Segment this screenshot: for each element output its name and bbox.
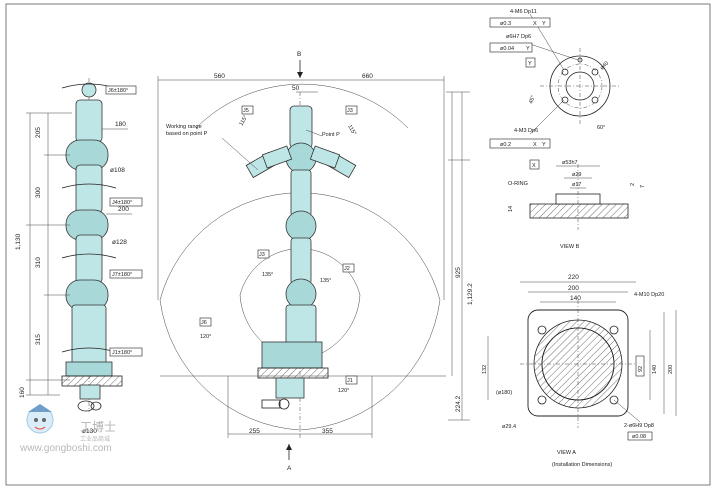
- vb-60: 60°: [597, 125, 605, 131]
- sheet-border: [5, 3, 711, 486]
- watermark-sub: 工业品商城: [80, 435, 110, 443]
- vb-tol3: ø0.2: [500, 142, 511, 148]
- view-a-title: VIEW A: [557, 450, 576, 456]
- dim-315: 315: [35, 334, 42, 345]
- joint-j3-tag-top: J3: [347, 108, 353, 114]
- va-h140: 140: [652, 365, 658, 374]
- va-d8: 2-ø6H9 Dp8: [624, 423, 654, 429]
- vb-7: 7: [640, 185, 646, 188]
- angle-135-right: 135°: [320, 278, 331, 284]
- va-132: 132: [482, 365, 488, 374]
- vb-m6: 4-M6 Dp11: [510, 9, 537, 15]
- vb-m3: 4-M3 Dp6: [514, 128, 538, 134]
- angle-120-left: 120°: [200, 334, 211, 340]
- vb-datum-x3: X: [533, 142, 537, 148]
- angle-115-right: 115°: [346, 124, 357, 136]
- working-range-label-1: Working range: [166, 124, 202, 130]
- vb-pcd: ø40: [599, 60, 610, 71]
- view-b-arrow: B: [297, 51, 301, 58]
- va-h200: 200: [668, 365, 674, 374]
- va-92: 92: [638, 366, 644, 372]
- view-b-title: VIEW B: [560, 244, 580, 250]
- dim-50: 50: [292, 85, 300, 92]
- vb-datum-x1: X: [533, 21, 537, 27]
- watermark-logo: [26, 404, 54, 434]
- joint-j5-tag: J5: [243, 108, 249, 114]
- dim-255: 255: [249, 428, 260, 435]
- angle-135-left: 135°: [262, 272, 273, 278]
- joint-j6-tag: J6: [201, 320, 207, 326]
- va-220: 220: [568, 274, 579, 281]
- vb-h7b: ø53h7: [562, 160, 578, 166]
- vb-45: 45°: [528, 95, 536, 105]
- va-d180: (ø180): [496, 390, 512, 396]
- dia-128: ø128: [112, 239, 127, 246]
- vb-tol1: ø0.3: [500, 21, 511, 27]
- vb-datum-x-box: X: [532, 163, 536, 169]
- dim-160: 160: [19, 387, 26, 398]
- va-200: 200: [568, 285, 579, 292]
- dim-1130: 1,130: [15, 233, 22, 250]
- dim-355: 355: [322, 428, 333, 435]
- dim-224: 224.2: [455, 395, 462, 412]
- vb-d29: ø29: [572, 172, 581, 178]
- joint-j2-tag: J2: [344, 266, 350, 272]
- dia-130: ø130: [82, 428, 97, 435]
- label-j1-range: J1±180°: [112, 350, 132, 356]
- joint-j3-tag: J3: [259, 252, 265, 258]
- vb-2: 2: [630, 183, 636, 186]
- label-j7-range: J7±180°: [112, 272, 132, 278]
- dim-660: 660: [362, 73, 373, 80]
- va-r29: ø29.4: [502, 424, 516, 430]
- vb-tol2: ø0.04: [500, 46, 514, 52]
- working-range-label-2: based on point P: [166, 131, 208, 137]
- watermark-brand: 工博士: [80, 419, 116, 434]
- va-m10: 4-M10 Dp20: [634, 292, 664, 298]
- dim-180: 180: [115, 121, 126, 128]
- vb-datum-y3: Y: [542, 142, 546, 148]
- vb-d17: ø17: [572, 182, 581, 188]
- dim-200: 200: [118, 206, 129, 213]
- dim-300: 300: [35, 187, 42, 198]
- dim-560: 560: [214, 73, 225, 80]
- front-view-working-range: [157, 60, 470, 460]
- label-j6-range: J6±180°: [108, 88, 128, 94]
- dim-1129: 1,129.2: [467, 283, 474, 305]
- dim-310: 310: [35, 257, 42, 268]
- joint-j1-tag: J1: [347, 378, 353, 384]
- vb-oring: O-RING: [508, 181, 528, 187]
- va-140: 140: [570, 295, 581, 302]
- point-p-label: Point P: [322, 132, 340, 138]
- view-a-arrow: A: [287, 465, 292, 472]
- vb-datum-y1: Y: [542, 21, 546, 27]
- vb-datum-y-box: Y: [528, 61, 532, 67]
- watermark-url: www.gongboshi.com: [19, 443, 112, 454]
- dim-205: 205: [35, 127, 42, 138]
- angle-115-left: 115°: [239, 115, 250, 127]
- vb-h7: ø6H7 Dp6: [506, 34, 531, 40]
- side-elevation-view: [26, 78, 132, 412]
- dia-108: ø108: [110, 167, 125, 174]
- label-j4-range: J4±180°: [112, 200, 132, 206]
- va-tol: ø0.08: [632, 434, 646, 440]
- vb-datum-y2: Y: [526, 46, 530, 52]
- vb-14: 14: [508, 206, 514, 212]
- view-a-base: [487, 281, 677, 428]
- view-b-flange: [529, 13, 629, 230]
- dim-925: 925: [455, 267, 462, 278]
- view-a-subtitle: (Installation Dimensions): [552, 462, 612, 468]
- angle-120-right: 120°: [338, 388, 349, 394]
